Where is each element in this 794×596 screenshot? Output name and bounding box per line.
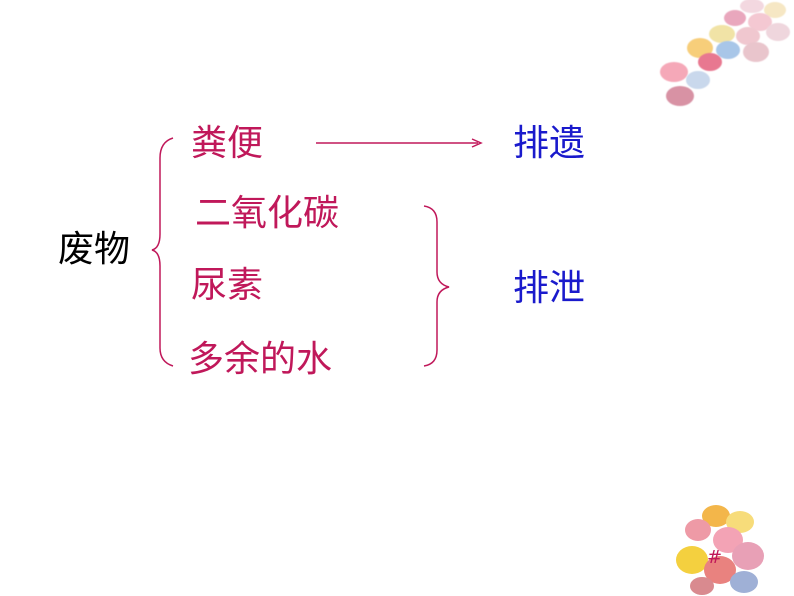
item-excess-water: 多余的水 [188,339,333,380]
right-brace [423,205,450,367]
item-carbon-dioxide: 二氧化碳 [195,193,340,234]
egestion-arrow-head [471,138,483,148]
candy-eggs-top-decoration [660,0,790,106]
candy-eggs-bottom-decoration [676,505,764,595]
item-feces: 粪便 [191,123,264,164]
item-urea: 尿素 [191,265,264,306]
root-label: 废物 [58,229,131,270]
output-egestion: 排遗 [513,123,586,164]
slide-number: # [707,547,723,568]
output-excretion: 排泄 [513,268,586,309]
left-brace [151,137,174,367]
